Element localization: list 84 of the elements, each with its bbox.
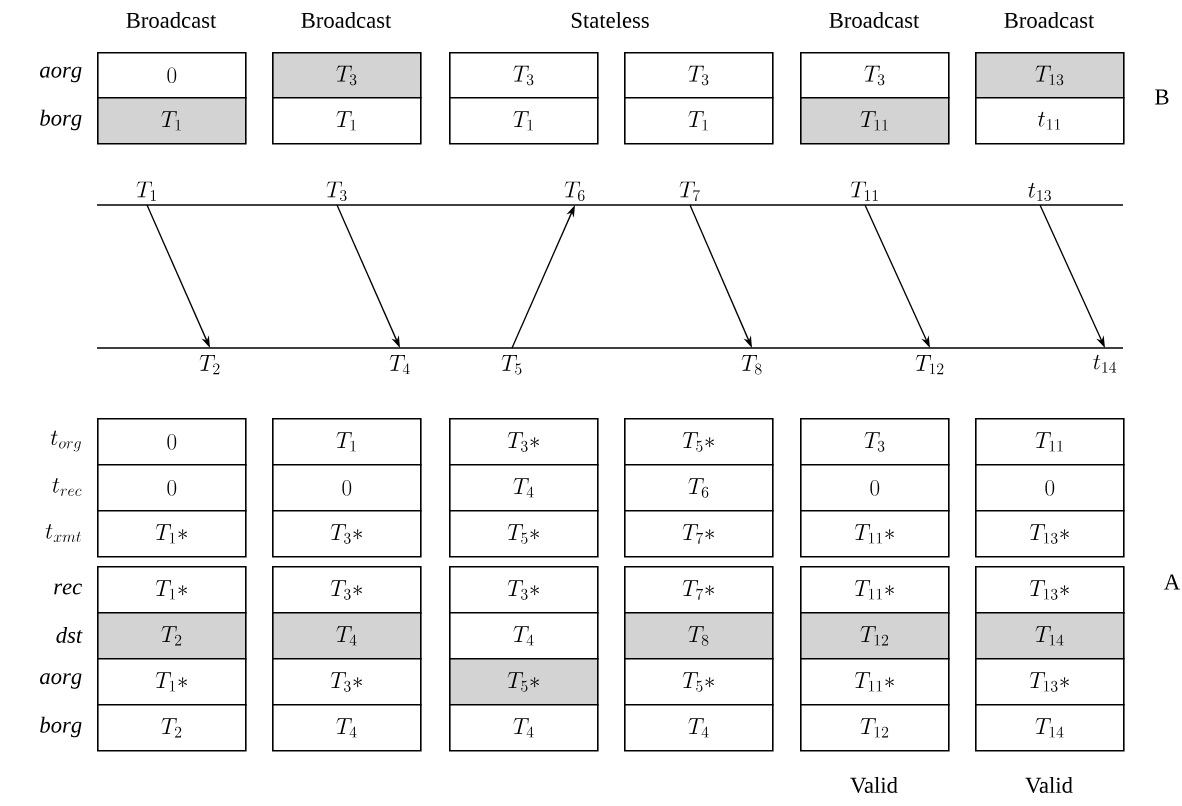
timestamp-label: $T_{1}$ [136,181,156,201]
table-cell: $T_{4}$ [449,464,599,512]
table-cell: $T_{4}$ [624,704,774,752]
table-cell: $T_{12}$ [800,704,950,752]
table-cell: $T_{1}$ [97,97,247,145]
table-cell: $T_{3}$ [800,418,950,466]
table-cell: $T_{4}$ [272,704,422,752]
column-header: Broadcast [829,12,920,28]
table-cell: $T_{3}$ [449,52,599,99]
table-cell: $T_{3}*$ [272,658,422,706]
table-cell: $T_{7}*$ [624,510,774,558]
column-header: Stateless [571,12,649,28]
row-label: $t_{org}$ [50,430,81,452]
timestamp-label: $T_{7}$ [679,181,700,202]
table-cell: $T_{1}*$ [97,658,247,706]
table-cell: $T_{4}$ [272,612,422,660]
table-cell: $0$ [975,464,1125,512]
table-cell: $T_{1}$ [272,418,422,466]
row-label: $\mathit{aorg}$ [40,66,82,83]
table-cell: $T_{13}*$ [975,510,1125,558]
status-label: Valid [850,776,898,793]
table-cell: $T_{8}$ [624,612,774,660]
table-cell: $T_{13}*$ [975,658,1125,706]
table-cell: $t_{11}$ [975,97,1125,145]
timestamp-label: $T_{12}$ [915,355,944,375]
table-cell: $T_{1}$ [272,97,422,145]
table-cell: $T_{3}*$ [449,418,599,466]
row-label: $t_{xmt}$ [45,523,81,542]
table-cell: $T_{2}$ [97,612,247,660]
table-cell: $0$ [272,464,422,512]
side-label: B [1155,89,1169,105]
status-label: Valid [1025,776,1073,793]
timestamp-label: $T_{3}$ [326,181,347,202]
table-cell: $T_{5}*$ [624,418,774,466]
table-cell: $T_{3}$ [800,52,950,99]
table-cell: $T_{4}$ [449,612,599,660]
table-cell: $T_{12}$ [800,612,950,660]
row-label: $t_{rec}$ [52,477,82,496]
table-cell: $T_{1}*$ [97,510,247,558]
table-cell: $T_{4}$ [449,704,599,752]
table-cell: $T_{11}*$ [800,566,950,614]
table-cell: $T_{6}$ [624,464,774,512]
timestamp-label: $t_{13}$ [1028,182,1051,202]
timestamp-label: $T_{8}$ [741,355,762,375]
table-cell: $T_{13}*$ [975,566,1125,614]
table-cell: $T_{1}*$ [97,566,247,614]
table-cell: $T_{3}*$ [272,510,422,558]
side-label: A [1164,574,1181,590]
table-cell: $T_{14}$ [975,704,1125,752]
table-cell: $T_{1}$ [449,97,599,145]
timestamp-label: $T_{2}$ [199,355,220,375]
row-label: $\mathit{dst}$ [56,627,83,643]
column-header: Broadcast [1004,12,1095,28]
table-cell: $T_{5}*$ [449,510,599,558]
timestamp-label: $T_{11}$ [850,181,878,201]
timestamp-label: $T_{4}$ [389,355,410,375]
table-cell: $T_{3}$ [624,52,774,99]
table-cell: $T_{5}*$ [449,658,599,706]
timestamp-label: $T_{5}$ [501,355,522,375]
row-label: $\mathit{rec}$ [54,583,82,595]
timestamp-label: $t_{14}$ [1093,354,1117,373]
table-cell: $T_{3}*$ [449,566,599,614]
table-cell: $T_{11}$ [800,97,950,145]
table-cell: $0$ [800,464,950,512]
timestamp-label: $T_{6}$ [564,181,585,202]
table-cell: $T_{1}$ [624,97,774,145]
table-cell: $T_{3}*$ [272,566,422,614]
column-header: Broadcast [301,12,392,28]
table-cell: $0$ [97,52,247,99]
table-cell: $T_{11}*$ [800,658,950,706]
column-header: Broadcast [126,12,217,28]
table-cell: $0$ [97,464,247,512]
row-label: $\mathit{aorg}$ [40,673,82,689]
table-cell: $T_{7}*$ [624,566,774,614]
table-cell: $T_{3}$ [272,52,422,99]
table-cell: $T_{13}$ [975,52,1125,99]
table-cell: $T_{5}*$ [624,658,774,706]
row-label: $\mathit{borg}$ [40,109,82,131]
table-cell: $T_{2}$ [97,704,247,752]
table-cell: $T_{11}$ [975,418,1125,466]
table-cell: $T_{11}*$ [800,510,950,558]
table-cell: $T_{14}$ [975,612,1125,660]
table-cell: $0$ [97,418,247,466]
row-label: $\mathit{borg}$ [40,716,82,738]
